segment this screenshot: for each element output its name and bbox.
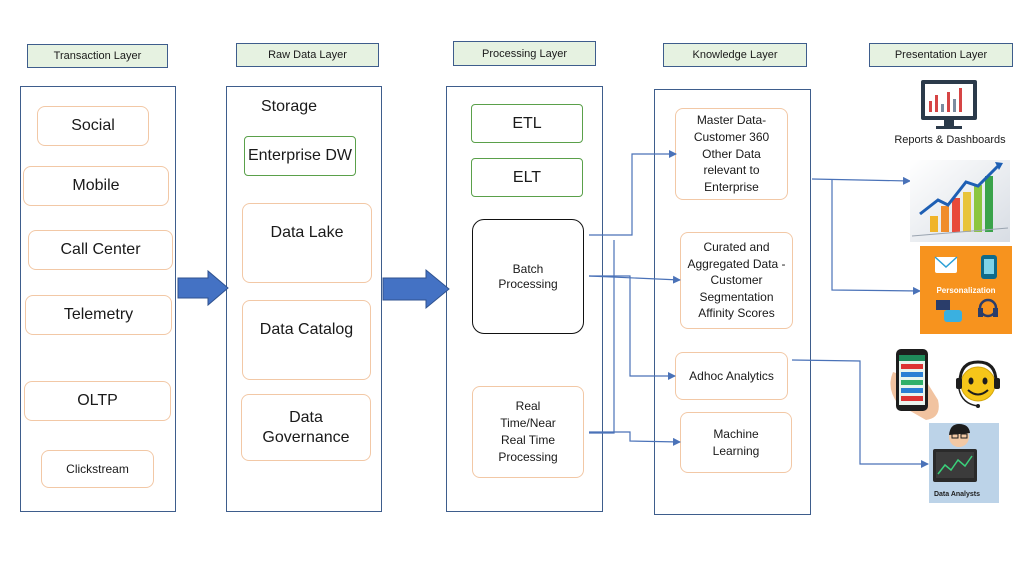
mobile-box: Mobile bbox=[23, 166, 169, 206]
realtime-processing-box: Real Time/Near Real Time Processing bbox=[472, 386, 584, 478]
connector-realtime-to-ml bbox=[589, 431, 681, 446]
data-governance-box: Data Governance bbox=[241, 394, 371, 461]
personalization-label: Personalization bbox=[936, 286, 995, 295]
social-box: Social bbox=[37, 106, 149, 146]
curated-data-box: Curated and Aggregated Data -Customer Se… bbox=[680, 232, 793, 329]
reports-dashboards-label: Reports & Dashboards bbox=[894, 134, 1006, 146]
smiley-headset-image bbox=[956, 360, 1000, 408]
etl-box: ETL bbox=[471, 104, 583, 143]
header-raw-data-layer: Raw Data Layer bbox=[236, 43, 379, 67]
connector-batch-to-curated bbox=[588, 275, 681, 284]
batch-processing-box: Batch Processing bbox=[472, 219, 584, 334]
header-transaction-layer: Transaction Layer bbox=[27, 44, 168, 68]
mobile-phone-image bbox=[890, 349, 939, 420]
machine-learning-box: Machine Learning bbox=[680, 412, 792, 473]
block-arrow-raw-to-processing bbox=[382, 268, 450, 310]
master-data-box: Master Data- Customer 360 Other Data rel… bbox=[675, 108, 788, 200]
header-processing-layer: Processing Layer bbox=[453, 41, 596, 66]
oltp-box: OLTP bbox=[24, 381, 171, 421]
telemetry-box: Telemetry bbox=[25, 295, 172, 335]
storage-label: Storage bbox=[261, 98, 318, 115]
connector-to-adhoc bbox=[589, 275, 676, 380]
data-analysts-label: Data Analysts bbox=[934, 491, 980, 498]
connector-adhoc-to-analysts bbox=[791, 359, 929, 468]
data-lake-box: Data Lake bbox=[242, 203, 372, 283]
data-catalog-box: Data Catalog bbox=[242, 300, 371, 380]
header-knowledge-layer: Knowledge Layer bbox=[663, 43, 807, 67]
growth-chart-image bbox=[910, 160, 1010, 242]
connector-batch-to-master bbox=[589, 150, 677, 236]
personalization-image: Personalization bbox=[920, 246, 1012, 334]
elt-box: ELT bbox=[471, 158, 583, 197]
clickstream-box: Clickstream bbox=[41, 450, 154, 488]
enterprise-dw-box: Enterprise DW bbox=[244, 136, 356, 176]
header-presentation-layer: Presentation Layer bbox=[869, 43, 1013, 67]
connector-realtime-up bbox=[589, 240, 615, 434]
connector-to-personalization bbox=[831, 179, 921, 295]
call-center-box: Call Center bbox=[28, 230, 173, 270]
data-analysts-image: Data Analysts bbox=[929, 423, 999, 503]
monitor-icon bbox=[921, 80, 977, 129]
block-arrow-transaction-to-raw bbox=[177, 269, 229, 307]
connector-master-to-charts bbox=[811, 176, 911, 185]
